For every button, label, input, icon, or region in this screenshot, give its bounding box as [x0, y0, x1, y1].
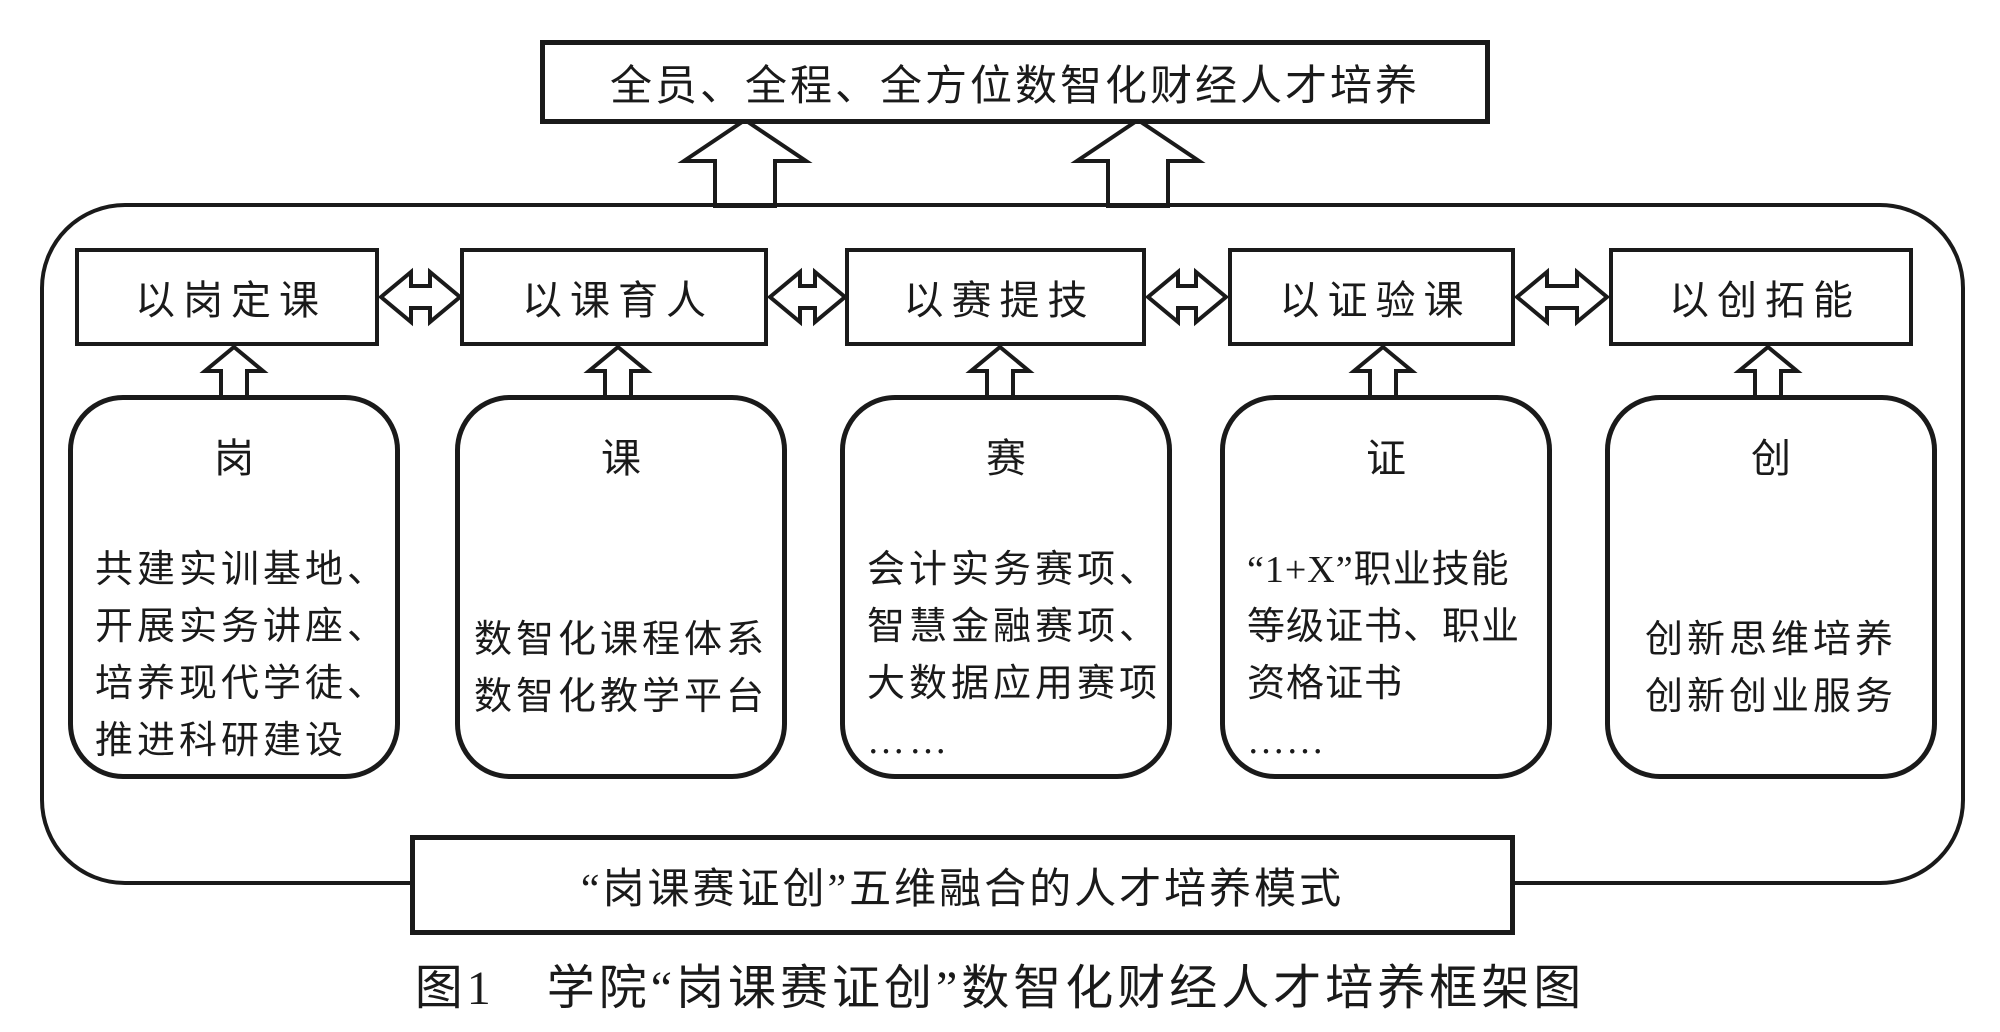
card-body: 会计实务赛项、 智慧金融赛项、 大数据应用赛项 …… — [845, 542, 1167, 770]
figure-caption: 图1 学院“岗课赛证创”数智化财经人才培养框架图 — [414, 962, 1586, 1015]
card-line: “1+X”职业技能 — [1247, 549, 1510, 591]
card-line: 创新思维培养 — [1644, 619, 1897, 661]
card-line: 数智化课程体系 — [473, 619, 768, 661]
card-line: 开展实务讲座、 — [95, 606, 390, 648]
card-gang: 岗 共建实训基地、 开展实务讲座、 培养现代学徒、 推进科研建设 — [68, 395, 400, 779]
pillar-label-text: 以赛提技 — [903, 278, 1096, 323]
mode-text: “岗课赛证创”五维融合的人才培养模式 — [580, 866, 1345, 913]
card-body: 共建实训基地、 开展实务讲座、 培养现代学徒、 推进科研建设 — [73, 542, 395, 770]
pillar-label-text: 以证验课 — [1279, 278, 1472, 323]
card-body: “1+X”职业技能 等级证书、职业 资格证书 …… — [1225, 542, 1547, 770]
pillar-label-gang: 以岗定课 — [75, 248, 379, 346]
card-line: 培养现代学徒、 — [95, 663, 390, 705]
pillar-label-ke: 以课育人 — [460, 248, 768, 346]
card-title: 赛 — [986, 436, 1026, 481]
pillar-label-text: 以岗定课 — [135, 278, 327, 323]
pillar-label-chuang: 以创拓能 — [1609, 248, 1913, 346]
card-chuang: 创 创新思维培养 创新创业服务 — [1605, 395, 1937, 779]
goal-box: 全员、全程、全方位数智化财经人才培养 — [540, 40, 1490, 124]
card-line: 推进科研建设 — [95, 720, 348, 762]
card-title: 课 — [601, 436, 641, 481]
card-line: 智慧金融赛项、 — [867, 606, 1162, 648]
card-title: 岗 — [214, 436, 254, 481]
card-body: 数智化课程体系 数智化教学平台 — [460, 612, 782, 726]
big-up-arrow — [677, 117, 813, 208]
card-ke: 课 数智化课程体系 数智化教学平台 — [455, 395, 787, 779]
mode-box: “岗课赛证创”五维融合的人才培养模式 — [410, 835, 1515, 935]
card-zheng: 证 “1+X”职业技能 等级证书、职业 资格证书 …… — [1220, 395, 1552, 779]
card-title: 创 — [1751, 436, 1791, 481]
card-line: 会计实务赛项、 — [867, 549, 1162, 591]
pillar-label-text: 以创拓能 — [1669, 278, 1861, 323]
goal-text: 全员、全程、全方位数智化财经人才培养 — [609, 63, 1420, 110]
big-up-arrow — [1070, 117, 1206, 208]
double-arrow — [1144, 267, 1230, 327]
card-line: 数智化教学平台 — [473, 676, 768, 718]
card-line: …… — [867, 720, 951, 762]
card-line: 共建实训基地、 — [95, 549, 390, 591]
card-line: 等级证书、职业 — [1247, 606, 1521, 648]
card-body: 创新思维培养 创新创业服务 — [1610, 612, 1932, 726]
card-line: …… — [1247, 720, 1325, 762]
card-wrap: 赛 会计实务赛项、 智慧金融赛项、 大数据应用赛项 …… — [845, 426, 1167, 770]
card-line: 大数据应用赛项 — [867, 663, 1162, 705]
double-arrow — [1513, 267, 1611, 327]
card-line: 创新创业服务 — [1644, 676, 1897, 718]
card-sai: 赛 会计实务赛项、 智慧金融赛项、 大数据应用赛项 …… — [840, 395, 1172, 779]
pillar-label-text: 以课育人 — [522, 278, 714, 323]
card-title: 证 — [1366, 436, 1406, 481]
pillar-label-sai: 以赛提技 — [845, 248, 1146, 346]
card-line: 资格证书 — [1247, 663, 1404, 705]
pillar-label-zheng: 以证验课 — [1228, 248, 1515, 346]
